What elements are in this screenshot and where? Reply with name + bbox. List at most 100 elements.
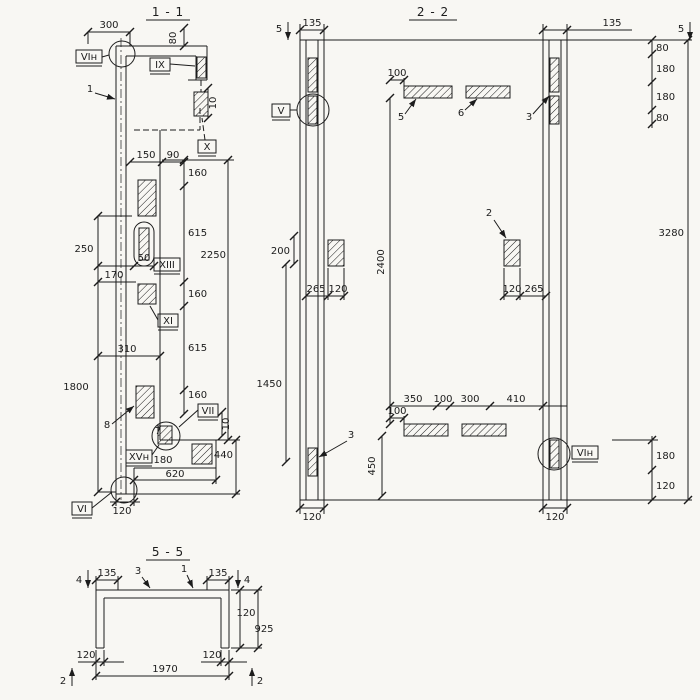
- dim-440: 440: [214, 450, 233, 461]
- dim-120: 120: [76, 650, 95, 661]
- dim-100: 100: [433, 394, 452, 405]
- cut-4-left: 4: [76, 575, 82, 586]
- section-5-5: 5 - 5 4 4 2 2 3 1: [60, 545, 274, 687]
- dim-10: 10: [221, 418, 232, 431]
- dim-250: 250: [74, 244, 93, 255]
- dim-310: 310: [117, 344, 136, 355]
- callout-7: 7: [155, 426, 161, 437]
- dim-615: 615: [188, 343, 207, 354]
- callouts-2-2: 2 5 6 3 3: [318, 95, 550, 458]
- dim-180: 180: [656, 451, 675, 462]
- dim-2400: 2400: [376, 249, 387, 274]
- mark-vi-n: VIн: [577, 448, 593, 459]
- cut-4-right: 4: [244, 575, 250, 586]
- dim-120: 120: [202, 650, 221, 661]
- dimensions-5-5: 135 135 120 925 120 120 1970: [76, 568, 274, 681]
- dim-265: 265: [306, 284, 325, 295]
- panel-outline-2-2: [299, 39, 568, 501]
- callout-1: 1: [181, 564, 187, 575]
- cut-5-left: 5: [276, 24, 282, 35]
- callouts-5-5: 3 1: [135, 564, 194, 589]
- mark-xv-n: XVн: [129, 452, 149, 463]
- section-5-5-title: 5 - 5: [152, 545, 184, 559]
- dimensions-1-1: 300 80 10 150 90 160 615 160 615 160 225…: [63, 20, 241, 517]
- section-1-1-title: 1 - 1: [152, 5, 184, 19]
- dim-120: 120: [328, 284, 347, 295]
- section-2-2-title: 2 - 2: [417, 5, 449, 19]
- callout-6: 6: [458, 108, 464, 119]
- mark-v: V: [278, 106, 285, 117]
- dim-180: 180: [656, 64, 675, 75]
- dim-300: 300: [99, 20, 118, 31]
- dim-300: 300: [460, 394, 479, 405]
- mark-xi: XI: [163, 316, 173, 327]
- callout-1: 1: [87, 84, 93, 95]
- dimensions-2-2: 135 135 80 180 180 80 180 120 3280 200 1…: [257, 18, 693, 523]
- detail-circles-2-2: [296, 93, 571, 471]
- dim-120: 120: [236, 608, 255, 619]
- dim-135: 135: [97, 568, 116, 579]
- dim-180: 180: [656, 92, 675, 103]
- mark-vi-n: VIн: [81, 52, 97, 63]
- dim-120: 120: [502, 284, 521, 295]
- dim-620: 620: [165, 469, 184, 480]
- dim-160: 160: [188, 390, 207, 401]
- dim-135: 135: [602, 18, 621, 29]
- callout-8: 8: [104, 420, 110, 431]
- dim-200: 200: [271, 246, 290, 257]
- mark-xiii: XIII: [159, 260, 175, 271]
- section-marks-1-1: VIн IX X XIII XI VII XVн VI: [71, 49, 219, 519]
- dim-50: 50: [138, 253, 151, 264]
- dim-925: 925: [254, 624, 273, 635]
- dim-120: 120: [545, 512, 564, 523]
- dim-90: 90: [167, 150, 180, 161]
- callout-3: 3: [135, 566, 141, 577]
- dim-1800: 1800: [63, 382, 88, 393]
- dim-615: 615: [188, 228, 207, 239]
- rebar-blocks-2-2: [307, 57, 560, 477]
- dim-100: 100: [387, 406, 406, 417]
- dim-450: 450: [367, 456, 378, 475]
- dim-265: 265: [524, 284, 543, 295]
- section-marks-2-2: V VIн: [271, 103, 599, 463]
- dim-135: 135: [302, 18, 321, 29]
- dim-350: 350: [403, 394, 422, 405]
- section-2-2: 2 - 2: [257, 5, 693, 523]
- dim-160: 160: [188, 289, 207, 300]
- dim-170: 170: [104, 270, 123, 281]
- mark-vi: VI: [77, 504, 87, 515]
- mark-ix: IX: [155, 60, 165, 71]
- callouts-1-1: 1 8 7: [87, 84, 161, 437]
- rebar-blocks-1-1: [133, 56, 213, 465]
- dim-180: 180: [153, 455, 172, 466]
- callout-5: 5: [398, 112, 404, 123]
- cut-marks-2-2: 5 5: [276, 22, 693, 40]
- dim-80: 80: [656, 113, 669, 124]
- dim-1450: 1450: [257, 379, 282, 390]
- section-1-1: 1 - 1: [63, 5, 241, 519]
- mark-x: X: [204, 142, 211, 153]
- dim-2250: 2250: [201, 250, 226, 261]
- dim-135: 135: [208, 568, 227, 579]
- dim-80: 80: [168, 32, 179, 45]
- channel-outline-5-5: [95, 589, 230, 649]
- dim-120: 120: [112, 506, 131, 517]
- mark-vii: VII: [202, 406, 215, 417]
- dim-80: 80: [656, 43, 669, 54]
- dim-120: 120: [302, 512, 321, 523]
- dim-3280: 3280: [659, 228, 684, 239]
- cut-2-right: 2: [257, 676, 263, 687]
- cut-2-left: 2: [60, 676, 66, 687]
- callout-3: 3: [526, 112, 532, 123]
- dim-410: 410: [506, 394, 525, 405]
- callout-3: 3: [348, 430, 354, 441]
- callout-2: 2: [486, 208, 492, 219]
- cut-marks-5-5: 4 4 2 2: [60, 570, 263, 687]
- dim-10: 10: [208, 97, 219, 110]
- dim-160: 160: [188, 168, 207, 179]
- dim-150: 150: [136, 150, 155, 161]
- dim-100: 100: [387, 68, 406, 79]
- dim-1970: 1970: [152, 664, 177, 675]
